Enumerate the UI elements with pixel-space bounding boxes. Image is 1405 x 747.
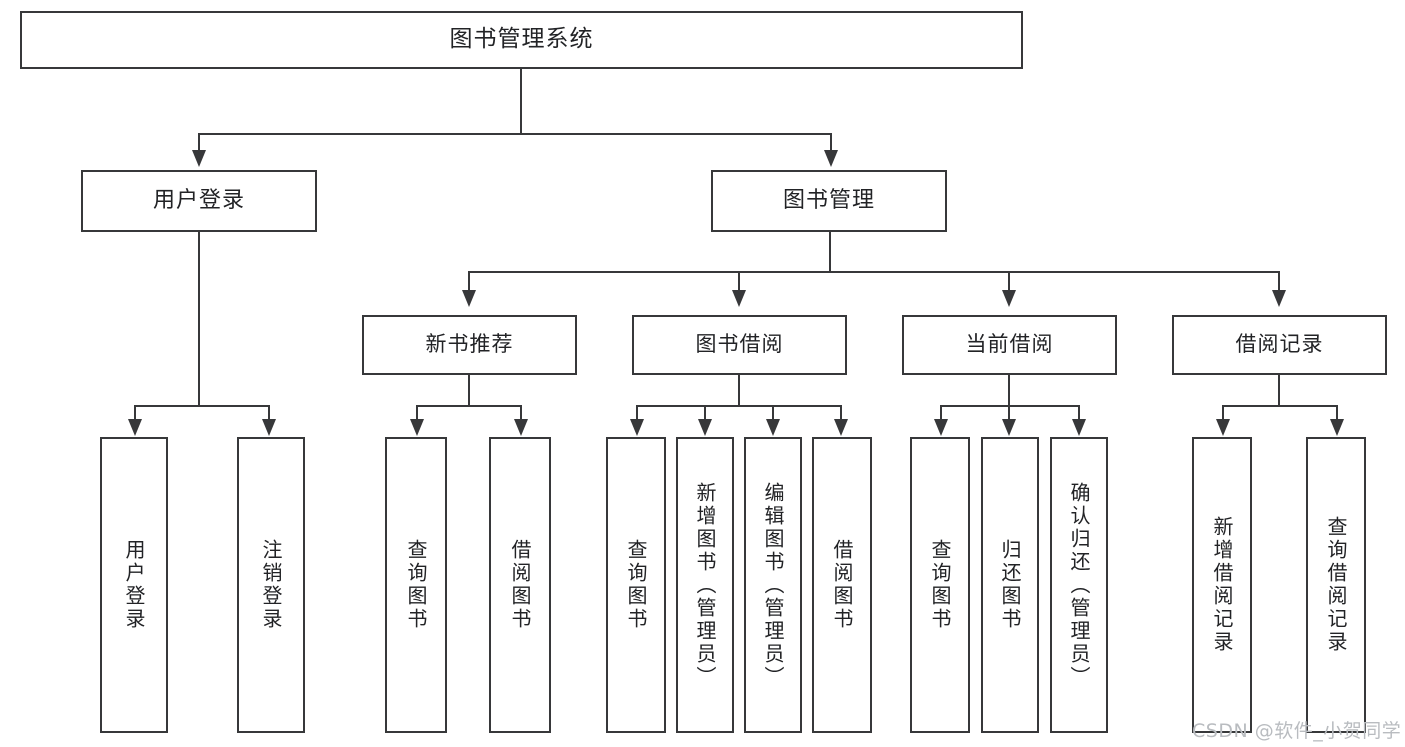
arrowhead-leaf-borrow-book-1: [514, 419, 528, 436]
leaf-borrow-book-borrow-label: 借阅图书: [830, 539, 854, 631]
arrowhead-to-book-borrow: [732, 290, 746, 307]
leaf-add-book-admin-label: 新增图书（管理员）: [693, 481, 717, 689]
connector-level3-bus: [468, 271, 1280, 273]
connector-root-drop-left: [198, 133, 200, 151]
connector-level3-drop-1: [468, 271, 470, 291]
leaf-confirm-return-admin[interactable]: 确认归还（管理员）: [1050, 437, 1108, 733]
leaf-query-book-newbook[interactable]: 查询图书: [385, 437, 447, 733]
connector-user-login-drop-1: [134, 405, 136, 420]
connector-root-stem: [520, 69, 522, 134]
leaf-add-book-admin[interactable]: 新增图书（管理员）: [676, 437, 734, 733]
leaf-add-borrow-record-label: 新增借阅记录: [1210, 516, 1234, 654]
connector-currentborrow-drop-1: [940, 405, 942, 420]
leaf-borrow-book-newbook-label: 借阅图书: [508, 539, 532, 631]
connector-borrowrecord-drop-2: [1336, 405, 1338, 420]
leaf-query-book-borrow[interactable]: 查询图书: [606, 437, 666, 733]
arrowhead-to-new-book-rec: [462, 290, 476, 307]
leaf-query-borrow-record[interactable]: 查询借阅记录: [1306, 437, 1366, 733]
arrowhead-leaf-return-book: [1002, 419, 1016, 436]
node-user-login-label: 用户登录: [152, 187, 245, 213]
leaf-edit-book-admin-label: 编辑图书（管理员）: [761, 481, 785, 689]
leaf-confirm-return-admin-label: 确认归还（管理员）: [1067, 481, 1091, 689]
arrowhead-to-book-manage: [824, 150, 838, 167]
node-book-borrow-label: 图书借阅: [695, 332, 784, 357]
connector-borrowrecord-drop-1: [1222, 405, 1224, 420]
node-root-system[interactable]: 图书管理系统: [20, 11, 1023, 69]
arrowhead-leaf-user-login: [128, 419, 142, 436]
connector-newbook-drop-1: [416, 405, 418, 420]
connector-bookborrow-drop-4: [840, 405, 842, 420]
connector-currentborrow-bus: [940, 405, 1080, 407]
node-borrow-record[interactable]: 借阅记录: [1172, 315, 1387, 375]
connector-currentborrow-drop-3: [1078, 405, 1080, 420]
arrowhead-to-borrow-record: [1272, 290, 1286, 307]
arrowhead-leaf-add-record: [1216, 419, 1230, 436]
connector-user-login-drop-2: [268, 405, 270, 420]
node-book-management[interactable]: 图书管理: [711, 170, 947, 232]
connector-root-bus: [198, 133, 832, 135]
arrowhead-leaf-add-book: [698, 419, 712, 436]
arrowhead-leaf-query-book-3: [934, 419, 948, 436]
connector-newbook-bus: [416, 405, 522, 407]
connector-root-drop-right: [830, 133, 832, 151]
connector-user-login-bus: [134, 405, 270, 407]
connector-bookborrow-drop-1: [636, 405, 638, 420]
leaf-user-login-label: 用户登录: [122, 539, 146, 631]
connector-bookborrow-stem: [738, 375, 740, 406]
connector-currentborrow-drop-2: [1008, 405, 1010, 420]
arrowhead-leaf-query-book-1: [410, 419, 424, 436]
leaf-query-borrow-record-label: 查询借阅记录: [1324, 516, 1348, 654]
leaf-add-borrow-record[interactable]: 新增借阅记录: [1192, 437, 1252, 733]
node-new-book-recommend-label: 新书推荐: [425, 332, 514, 357]
leaf-borrow-book-borrow[interactable]: 借阅图书: [812, 437, 872, 733]
leaf-query-book-newbook-label: 查询图书: [404, 539, 428, 631]
node-root-label: 图书管理系统: [449, 26, 594, 53]
node-user-login[interactable]: 用户登录: [81, 170, 317, 232]
connector-bookborrow-drop-3: [772, 405, 774, 420]
leaf-user-login[interactable]: 用户登录: [100, 437, 168, 733]
arrowhead-leaf-logout: [262, 419, 276, 436]
csdn-watermark: CSDN @软件_小贺同学: [1192, 720, 1402, 742]
arrowhead-leaf-query-book-2: [630, 419, 644, 436]
node-borrow-record-label: 借阅记录: [1235, 332, 1324, 357]
node-current-borrow-label: 当前借阅: [965, 332, 1054, 357]
leaf-borrow-book-newbook[interactable]: 借阅图书: [489, 437, 551, 733]
node-book-borrow[interactable]: 图书借阅: [632, 315, 847, 375]
connector-level3-drop-3: [1008, 271, 1010, 291]
node-book-management-label: 图书管理: [782, 187, 875, 213]
arrowhead-leaf-borrow-book-2: [834, 419, 848, 436]
leaf-query-book-current[interactable]: 查询图书: [910, 437, 970, 733]
connector-level3-drop-2: [738, 271, 740, 291]
leaf-query-book-borrow-label: 查询图书: [624, 539, 648, 631]
connector-currentborrow-stem: [1008, 375, 1010, 406]
leaf-return-book-label: 归还图书: [998, 539, 1022, 631]
arrowhead-to-current-borrow: [1002, 290, 1016, 307]
node-new-book-recommend[interactable]: 新书推荐: [362, 315, 577, 375]
connector-newbook-drop-2: [520, 405, 522, 420]
arrowhead-leaf-confirm-return: [1072, 419, 1086, 436]
connector-bookborrow-bus: [636, 405, 842, 407]
connector-user-login-stem: [198, 232, 200, 406]
connector-newbook-stem: [468, 375, 470, 406]
arrowhead-to-user-login: [192, 150, 206, 167]
leaf-edit-book-admin[interactable]: 编辑图书（管理员）: [744, 437, 802, 733]
connector-borrowrecord-bus: [1222, 405, 1338, 407]
leaf-return-book[interactable]: 归还图书: [981, 437, 1039, 733]
connector-book-manage-stem: [829, 232, 831, 273]
node-current-borrow[interactable]: 当前借阅: [902, 315, 1117, 375]
leaf-query-book-current-label: 查询图书: [928, 539, 952, 631]
connector-level3-drop-4: [1278, 271, 1280, 291]
connector-bookborrow-drop-2: [704, 405, 706, 420]
leaf-logout[interactable]: 注销登录: [237, 437, 305, 733]
leaf-logout-label: 注销登录: [259, 539, 283, 631]
arrowhead-leaf-edit-book: [766, 419, 780, 436]
arrowhead-leaf-query-record: [1330, 419, 1344, 436]
connector-borrowrecord-stem: [1278, 375, 1280, 406]
